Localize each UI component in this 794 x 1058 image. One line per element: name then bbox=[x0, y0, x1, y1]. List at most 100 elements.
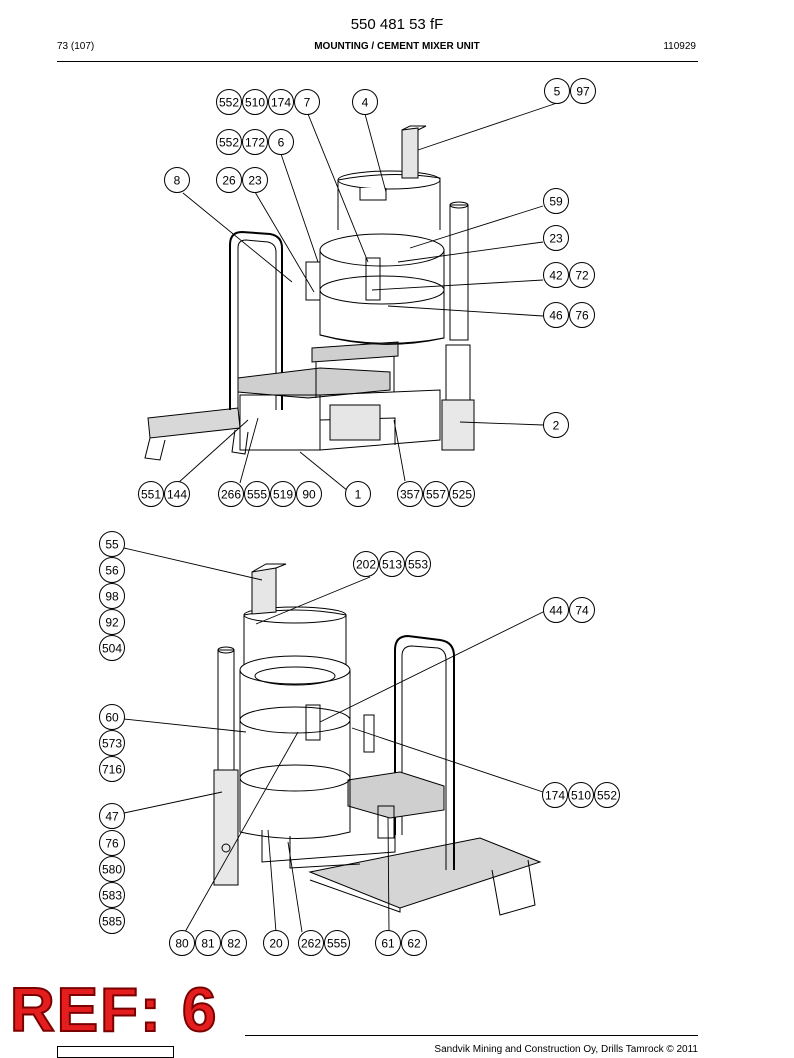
upper-assembly-illustration bbox=[144, 125, 475, 461]
lower-callout-62: 62 bbox=[401, 930, 427, 956]
upper-callout-1: 1 bbox=[345, 481, 371, 507]
callout-circle bbox=[99, 583, 125, 609]
callout-label: 2 bbox=[553, 419, 560, 433]
callout-circle bbox=[296, 481, 322, 507]
callout-circle bbox=[570, 78, 596, 104]
callout-circle bbox=[242, 167, 268, 193]
callout-label: 80 bbox=[175, 937, 189, 951]
callout-circle bbox=[99, 856, 125, 882]
callout-circle bbox=[405, 551, 431, 577]
callout-label: 44 bbox=[549, 604, 563, 618]
upper-callout-519: 519 bbox=[270, 481, 296, 507]
footer-rule bbox=[245, 1035, 698, 1036]
callout-label: 580 bbox=[102, 863, 122, 877]
callout-circle bbox=[242, 89, 268, 115]
callout-label: 56 bbox=[105, 564, 119, 578]
callout-label: 5 bbox=[554, 85, 561, 99]
callout-circle bbox=[544, 78, 570, 104]
callout-circle bbox=[99, 803, 125, 829]
callout-label: 583 bbox=[102, 889, 122, 903]
callout-circle bbox=[423, 481, 449, 507]
upper-callout-172: 172 bbox=[242, 129, 268, 155]
page-number: 73 (107) bbox=[57, 41, 95, 52]
callout-circle bbox=[216, 129, 242, 155]
callout-label: 61 bbox=[381, 937, 395, 951]
callout-circle bbox=[543, 225, 569, 251]
callout-label: 92 bbox=[105, 616, 119, 630]
lower-callout-583: 583 bbox=[99, 882, 125, 908]
lower-callout-513: 513 bbox=[379, 551, 405, 577]
upper-callout-551: 551 bbox=[138, 481, 164, 507]
callout-label: 98 bbox=[105, 590, 119, 604]
callout-circle bbox=[138, 481, 164, 507]
callout-label: 55 bbox=[105, 538, 119, 552]
callout-circle bbox=[543, 597, 569, 623]
callout-label: 510 bbox=[571, 789, 591, 803]
callout-label: 552 bbox=[219, 136, 239, 150]
callout-circle bbox=[99, 557, 125, 583]
upper-callout-23: 23 bbox=[543, 225, 569, 251]
callout-label: 1 bbox=[355, 488, 362, 502]
callout-circle bbox=[216, 89, 242, 115]
callout-label: 555 bbox=[327, 937, 347, 951]
upper-callout-555: 555 bbox=[244, 481, 270, 507]
callout-circle bbox=[99, 830, 125, 856]
lower-callout-573: 573 bbox=[99, 730, 125, 756]
lower-callout-553: 553 bbox=[405, 551, 431, 577]
callout-circle bbox=[569, 302, 595, 328]
upper-callout-90: 90 bbox=[296, 481, 322, 507]
callout-label: 23 bbox=[248, 174, 262, 188]
lower-assembly-illustration bbox=[213, 563, 542, 916]
upper-callout-46: 46 bbox=[543, 302, 569, 328]
callout-label: 60 bbox=[105, 711, 119, 725]
callout-circle bbox=[99, 609, 125, 635]
callout-circle bbox=[221, 930, 247, 956]
callout-label: 76 bbox=[105, 837, 119, 851]
callout-label: 62 bbox=[407, 937, 421, 951]
callout-label: 552 bbox=[219, 96, 239, 110]
callout-label: 8 bbox=[174, 174, 181, 188]
callout-label: 72 bbox=[575, 269, 589, 283]
lower-callout-82: 82 bbox=[221, 930, 247, 956]
callout-circle bbox=[543, 412, 569, 438]
lower-callout-55: 55 bbox=[99, 531, 125, 557]
callout-label: 716 bbox=[102, 763, 122, 777]
callout-label: 555 bbox=[247, 488, 267, 502]
callout-circle bbox=[99, 531, 125, 557]
callout-circle bbox=[195, 930, 221, 956]
lower-callout-585: 585 bbox=[99, 908, 125, 934]
lower-callout-510: 510 bbox=[568, 782, 594, 808]
callout-label: 510 bbox=[245, 96, 265, 110]
upper-callout-144: 144 bbox=[164, 481, 190, 507]
callout-circle bbox=[352, 89, 378, 115]
upper-callout-42: 42 bbox=[543, 262, 569, 288]
callout-label: 174 bbox=[271, 96, 291, 110]
upper-callout-510: 510 bbox=[242, 89, 268, 115]
callout-label: 519 bbox=[273, 488, 293, 502]
callout-circle bbox=[244, 481, 270, 507]
callout-circle bbox=[543, 188, 569, 214]
callout-circle bbox=[401, 930, 427, 956]
callout-circle bbox=[99, 908, 125, 934]
upper-callout-2: 2 bbox=[543, 412, 569, 438]
callout-label: 7 bbox=[304, 96, 311, 110]
upper-callout-26: 26 bbox=[216, 167, 242, 193]
callout-circle bbox=[375, 930, 401, 956]
callout-label: 573 bbox=[102, 737, 122, 751]
upper-callout-4: 4 bbox=[352, 89, 378, 115]
callout-label: 266 bbox=[221, 488, 241, 502]
footer-copyright: Sandvik Mining and Construction Oy, Dril… bbox=[434, 1044, 698, 1055]
callout-circle bbox=[542, 782, 568, 808]
callout-circle bbox=[270, 481, 296, 507]
callout-label: 504 bbox=[102, 642, 122, 656]
upper-callout-552: 552 bbox=[216, 89, 242, 115]
callout-circle bbox=[99, 730, 125, 756]
callout-label: 23 bbox=[549, 232, 563, 246]
lower-callout-552: 552 bbox=[594, 782, 620, 808]
lower-callout-92: 92 bbox=[99, 609, 125, 635]
upper-callout-357: 357 bbox=[397, 481, 423, 507]
callout-label: 74 bbox=[575, 604, 589, 618]
callout-circle bbox=[218, 481, 244, 507]
